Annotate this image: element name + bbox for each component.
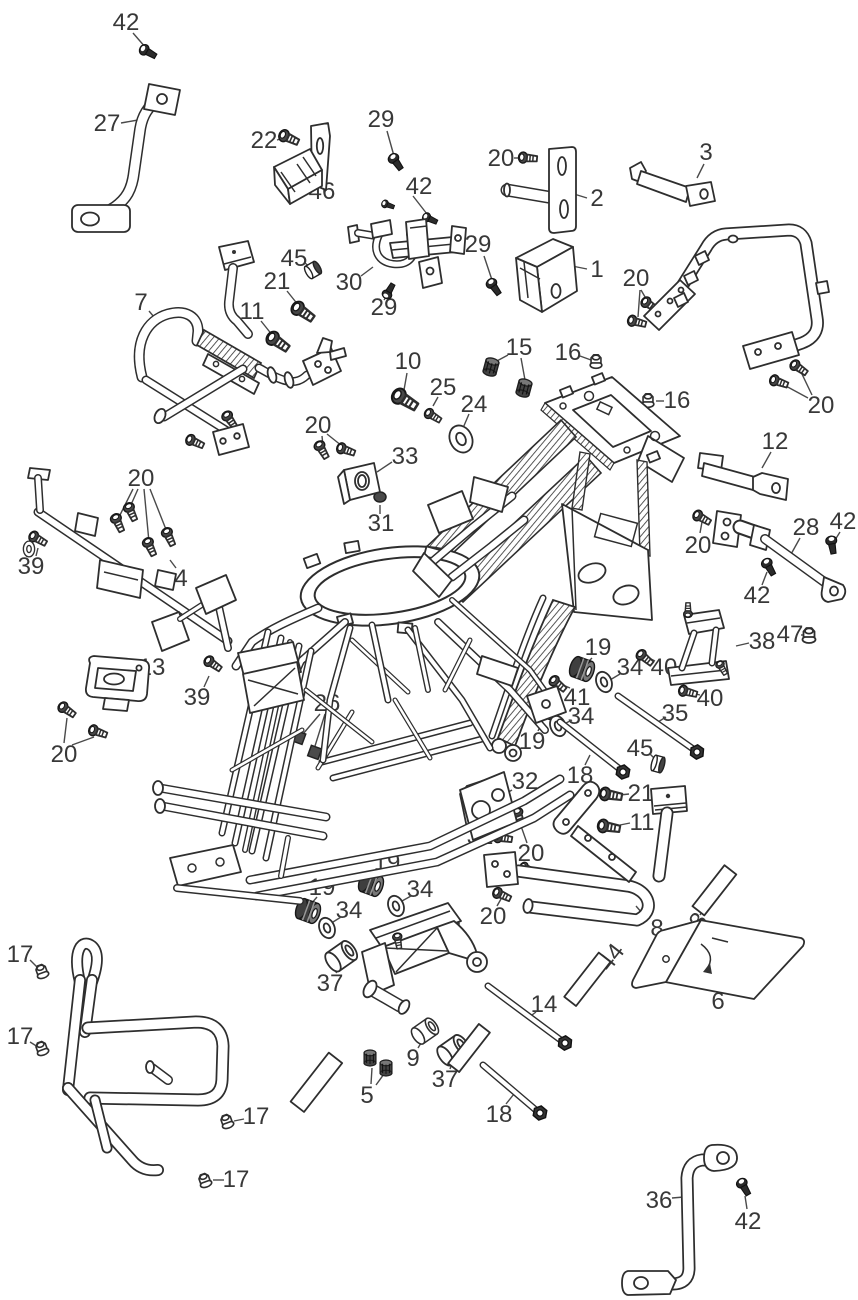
svg-text:42: 42	[113, 9, 140, 36]
svg-text:3: 3	[699, 139, 712, 166]
svg-text:21: 21	[628, 780, 655, 807]
svg-text:21: 21	[264, 268, 291, 295]
svg-text:29: 29	[465, 231, 492, 258]
svg-text:16: 16	[555, 339, 582, 366]
svg-text:20: 20	[623, 265, 650, 292]
svg-text:39: 39	[18, 553, 45, 580]
svg-text:16: 16	[664, 387, 691, 414]
svg-text:2: 2	[590, 185, 603, 212]
svg-text:29: 29	[371, 294, 398, 321]
svg-text:35: 35	[662, 700, 689, 727]
svg-text:38: 38	[749, 628, 776, 655]
svg-text:33: 33	[392, 443, 419, 470]
svg-text:37: 37	[432, 1066, 459, 1093]
svg-text:18: 18	[486, 1101, 513, 1128]
svg-text:20: 20	[488, 145, 515, 172]
svg-text:29: 29	[368, 106, 395, 133]
svg-text:19: 19	[519, 728, 546, 755]
svg-text:20: 20	[685, 532, 712, 559]
svg-text:27: 27	[94, 110, 121, 137]
svg-text:39: 39	[184, 684, 211, 711]
svg-text:17: 17	[7, 941, 34, 968]
svg-text:1: 1	[590, 256, 603, 283]
svg-text:47: 47	[777, 621, 804, 648]
svg-text:14: 14	[531, 991, 558, 1018]
svg-text:45: 45	[627, 735, 654, 762]
svg-text:22: 22	[251, 127, 278, 154]
svg-text:20: 20	[808, 392, 835, 419]
svg-text:10: 10	[395, 348, 422, 375]
svg-text:37: 37	[317, 970, 344, 997]
svg-text:7: 7	[134, 289, 147, 316]
svg-text:20: 20	[51, 741, 78, 768]
svg-text:20: 20	[480, 903, 507, 930]
svg-text:34: 34	[568, 703, 595, 730]
svg-text:4: 4	[174, 565, 187, 592]
svg-text:45: 45	[281, 245, 308, 272]
svg-text:6: 6	[711, 988, 724, 1015]
svg-text:40: 40	[697, 685, 724, 712]
svg-text:12: 12	[762, 428, 789, 455]
svg-text:17: 17	[243, 1103, 270, 1130]
svg-text:42: 42	[830, 508, 857, 535]
svg-text:24: 24	[461, 391, 488, 418]
svg-text:15: 15	[506, 334, 533, 361]
svg-text:20: 20	[128, 465, 155, 492]
svg-text:11: 11	[630, 809, 655, 836]
svg-text:17: 17	[7, 1023, 34, 1050]
svg-text:36: 36	[646, 1187, 673, 1214]
svg-text:42: 42	[744, 582, 771, 609]
svg-text:31: 31	[368, 510, 395, 537]
svg-text:17: 17	[223, 1166, 250, 1193]
svg-text:19: 19	[585, 634, 612, 661]
svg-text:9: 9	[406, 1045, 419, 1072]
svg-text:11: 11	[240, 298, 265, 325]
svg-text:34: 34	[336, 897, 363, 924]
svg-text:34: 34	[407, 876, 434, 903]
svg-text:41: 41	[564, 684, 591, 711]
svg-text:28: 28	[793, 514, 820, 541]
svg-text:5: 5	[360, 1082, 373, 1109]
svg-text:42: 42	[735, 1208, 762, 1235]
svg-text:30: 30	[336, 269, 363, 296]
svg-text:42: 42	[406, 173, 433, 200]
svg-text:25: 25	[430, 374, 457, 401]
